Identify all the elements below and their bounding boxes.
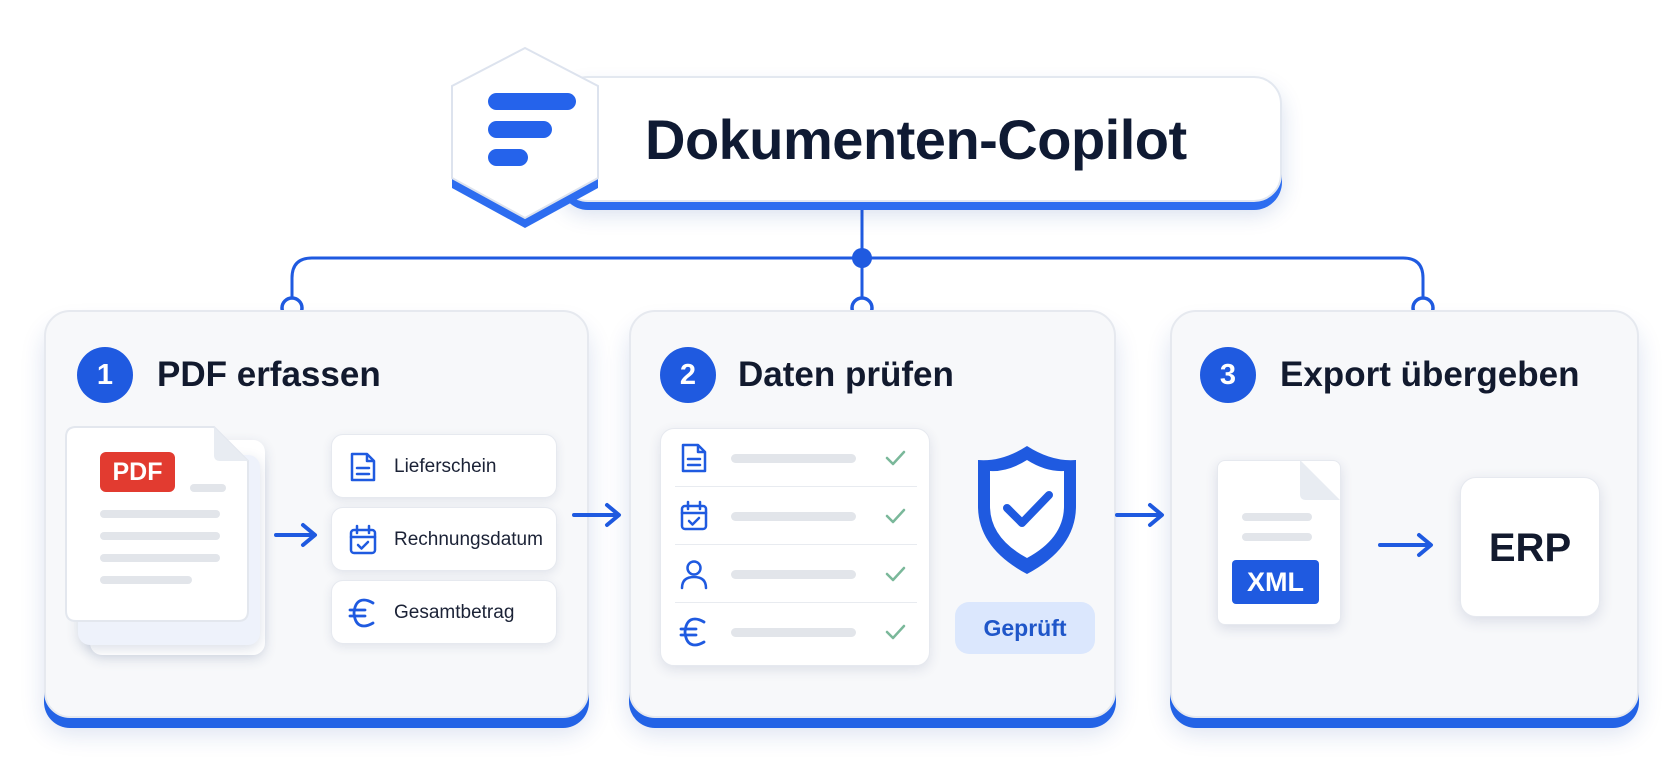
placeholder-bar	[731, 570, 856, 579]
step-number-badge: 2	[660, 347, 716, 403]
user-icon	[680, 560, 708, 590]
check-icon	[885, 624, 906, 640]
page-fold-icon	[1300, 460, 1340, 500]
row-divider	[675, 544, 917, 545]
arrow-right-icon	[1378, 533, 1433, 557]
erp-target: ERP	[1460, 477, 1600, 617]
text-line	[1242, 513, 1312, 521]
calendar-icon	[349, 524, 377, 555]
step-number-badge: 1	[77, 347, 133, 403]
arrow-right-icon	[572, 503, 621, 527]
step-title: PDF erfassen	[157, 355, 381, 394]
text-line	[100, 576, 192, 584]
checklist-row	[661, 429, 931, 487]
field-chip-gesamtbetrag: Gesamtbetrag	[331, 580, 557, 644]
check-icon	[885, 566, 906, 582]
checklist-row	[661, 603, 931, 661]
arrow-right-icon	[1115, 503, 1164, 527]
euro-icon	[679, 617, 706, 647]
field-chip-lieferschein: Lieferschein	[331, 434, 557, 498]
field-chip-rechnungsdatum: Rechnungsdatum	[331, 507, 557, 571]
xml-label: XML	[1232, 560, 1319, 604]
lines-logo-icon	[451, 46, 599, 228]
row-divider	[675, 486, 917, 487]
header-panel	[560, 76, 1282, 202]
field-label: Lieferschein	[394, 456, 497, 477]
text-line	[100, 510, 220, 518]
placeholder-bar	[731, 454, 856, 463]
app-title: Dokumenten-Copilot	[645, 108, 1187, 171]
text-line	[100, 532, 220, 540]
text-line	[1242, 533, 1312, 541]
text-line	[100, 554, 220, 562]
check-icon	[885, 508, 906, 524]
check-icon	[885, 450, 906, 466]
text-line	[190, 484, 226, 492]
step-title: Export übergeben	[1280, 355, 1580, 394]
field-label: Rechnungsdatum	[394, 529, 543, 550]
arrow-right-icon	[274, 523, 317, 547]
checklist-row	[661, 487, 931, 545]
step-number-badge: 3	[1200, 347, 1256, 403]
document-icon	[681, 443, 707, 473]
row-divider	[675, 602, 917, 603]
validation-checklist	[660, 428, 930, 666]
status-badge: Geprüft	[955, 602, 1095, 654]
calendar-icon	[680, 500, 708, 531]
shield-check-icon	[978, 446, 1076, 574]
placeholder-bar	[731, 512, 856, 521]
checklist-row	[661, 545, 931, 603]
placeholder-bar	[731, 628, 856, 637]
field-label: Gesamtbetrag	[394, 602, 515, 623]
euro-icon	[348, 598, 375, 628]
pdf-label: PDF	[100, 452, 175, 492]
step-title: Daten prüfen	[738, 355, 954, 394]
document-icon	[350, 452, 376, 482]
